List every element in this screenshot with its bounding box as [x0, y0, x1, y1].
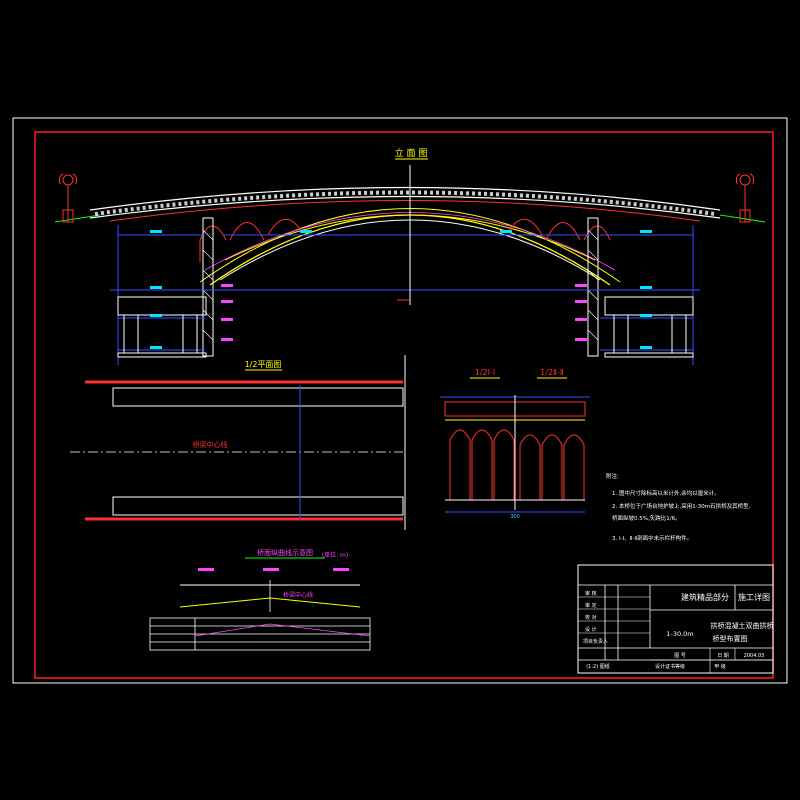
- title-row-label: 设 计: [585, 626, 597, 633]
- elevation-view: 立 面 图: [54, 147, 766, 365]
- title-drawing-subname: 桥型布置图: [713, 634, 748, 643]
- section-2-title: 1/2Ⅱ-Ⅱ: [540, 368, 564, 377]
- section-1-title: 1/2Ⅰ-Ⅰ: [475, 368, 495, 377]
- title-span: 1-30.0m: [666, 630, 693, 638]
- title-cert-value: 甲 级: [714, 663, 726, 670]
- note-item: 1. 图中尺寸除标高以米计外,余均以厘米计。: [612, 489, 720, 497]
- plan-centerline-label: 桥梁中心线: [193, 440, 228, 449]
- plan-deck-top: [112, 387, 404, 407]
- profile-label-markers: [198, 568, 349, 571]
- deck-edge-red: [109, 200, 701, 222]
- ground-line-right: [719, 214, 766, 223]
- plan-deck-bottom: [112, 496, 404, 516]
- ground-line-left: [54, 214, 101, 223]
- spandrel-arches-left: [199, 218, 303, 262]
- note-item: 3. Ⅰ-Ⅰ、Ⅱ-Ⅱ剖面中未示栏杆构件。: [612, 534, 692, 542]
- half-plan-view: 1/2平面图 桥梁中心线: [70, 355, 406, 530]
- abutment-right: [587, 217, 599, 357]
- title-date-label: 日 期: [717, 653, 729, 659]
- notes-heading: 附注:: [606, 472, 619, 480]
- title-row-label: 审 定: [585, 602, 597, 609]
- railing-top: [89, 186, 721, 211]
- profile-centerline-label: 桥梁中心线: [283, 591, 313, 599]
- drawing-frame: [34, 131, 774, 679]
- title-number-label: 图 号: [674, 653, 686, 659]
- profile-table: [149, 617, 371, 651]
- elevation-label-markers: [150, 230, 652, 349]
- title-date-value: 2004.03: [744, 653, 765, 659]
- title-row-label: 校 对: [585, 614, 597, 621]
- profile-table-curve: [194, 623, 371, 637]
- abutment-left: [202, 217, 214, 357]
- profile-title: 桥面纵曲线示意图: [257, 548, 313, 557]
- title-drawing-name: 拱桥混凝土双曲拱桥: [711, 621, 774, 630]
- title-cert-label: 设计证书等级: [655, 663, 685, 670]
- title-row-label: 项目负责人: [583, 638, 608, 645]
- profile-scale: (单位: m): [322, 551, 348, 559]
- deck-line: [89, 195, 721, 219]
- lamp-post-left: [58, 173, 78, 223]
- lamp-post-right: [735, 173, 755, 223]
- railing-pattern: [94, 190, 716, 216]
- title-company: 建筑精品部分: [681, 592, 729, 602]
- elevation-dimensions: [110, 225, 700, 365]
- section-view: 1/2Ⅰ-Ⅰ 1/2Ⅱ-Ⅱ 300: [440, 368, 590, 520]
- section-width-value: 300: [510, 514, 520, 520]
- sheet-border: [12, 117, 788, 684]
- half-plan-title: 1/2平面图: [245, 360, 282, 369]
- title-row-label: 审 核: [585, 590, 597, 597]
- title-stage: 施工详图: [738, 592, 770, 602]
- level-markers: [221, 284, 587, 341]
- elevation-title: 立 面 图: [395, 147, 428, 159]
- note-item: 2. 本桥位于广场台地护坡上,采用1-30m石拱桥及其桥型,: [612, 502, 751, 510]
- title-block: 建筑精品部分 施工详图 审 核 审 定 校 对 设 计 项目负责人 1-30.0…: [577, 564, 774, 674]
- title-scale: (1:2) 图纸: [586, 663, 610, 670]
- note-item: 桥面纵坡0.5%,矢跨比1/6。: [612, 514, 681, 522]
- profile-view: 桥面纵曲线示意图 (单位: m) 桥梁中心线: [149, 548, 371, 651]
- notes-block: 附注: 1. 图中尺寸除标高以米计外,余均以厘米计。 2. 本桥位于广场台地护坡…: [606, 472, 751, 542]
- section-ribs: [449, 429, 585, 500]
